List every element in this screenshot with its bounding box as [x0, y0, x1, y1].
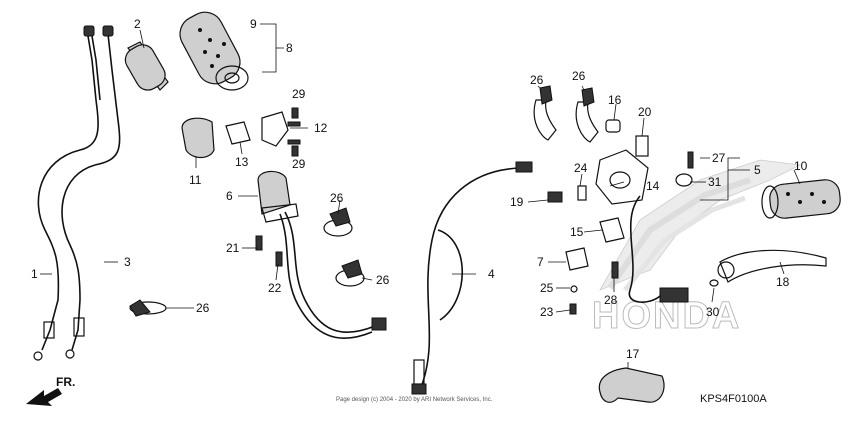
- callout-27: 27: [712, 151, 726, 165]
- callout-30: 30: [706, 305, 720, 319]
- callout-2: 2: [134, 17, 141, 31]
- callout-11: 11: [189, 173, 202, 187]
- callout-16: 16: [608, 93, 622, 107]
- diagram-code: KPS4F0100A: [700, 393, 767, 405]
- callout-29-b: 29: [292, 157, 306, 171]
- callout-21: 21: [226, 241, 240, 255]
- callout-23: 23: [540, 305, 554, 319]
- callout-17: 17: [626, 347, 640, 361]
- callout-6: 6: [226, 189, 233, 203]
- callout-1: 1: [31, 267, 38, 281]
- callout-25: 25: [540, 281, 554, 295]
- callout-14: 14: [646, 179, 660, 193]
- lever-cover-17: [598, 367, 665, 403]
- callout-26-c: 26: [330, 191, 344, 205]
- callout-5: 5: [754, 163, 761, 177]
- throttle-grip-assembly: [179, 11, 249, 91]
- callout-26-a: 26: [530, 73, 544, 87]
- callout-22: 22: [268, 281, 282, 295]
- callout-9: 9: [250, 17, 257, 31]
- bolts-left: [255, 107, 299, 267]
- switch-assembly-6: [257, 170, 387, 339]
- throttle-cable-3: [61, 25, 121, 359]
- callout-20: 20: [638, 105, 652, 119]
- grip-cover-2: [124, 41, 169, 91]
- callout-7: 7: [537, 255, 544, 269]
- copyright-notice: Page design (c) 2004 - 2020 by ARI Netwo…: [336, 397, 493, 403]
- callout-4: 4: [488, 267, 495, 281]
- throttle-housing: [181, 111, 301, 159]
- callout-19: 19: [510, 195, 524, 209]
- front-direction-arrow: [26, 388, 62, 406]
- callout-26-e: 26: [196, 301, 210, 315]
- callout-24: 24: [574, 161, 588, 175]
- direction-label: FR.: [56, 375, 75, 389]
- callout-29-a: 29: [292, 87, 306, 101]
- callout-26-d: 26: [376, 273, 390, 287]
- cable-bands: [129, 85, 599, 317]
- callout-15: 15: [570, 225, 584, 239]
- honda-wing-logo: [599, 159, 802, 292]
- clutch-lever-18: [717, 249, 827, 283]
- clutch-cable-4: [411, 161, 533, 395]
- left-grip-10: [761, 179, 841, 219]
- callout-31: 31: [708, 175, 722, 189]
- leader-lines: [40, 23, 801, 368]
- callout-18: 18: [776, 275, 790, 289]
- callout-12: 12: [314, 121, 328, 135]
- callout-28: 28: [604, 293, 618, 307]
- callout-10: 10: [794, 159, 808, 173]
- callout-13: 13: [235, 155, 249, 169]
- callout-8: 8: [286, 41, 293, 55]
- throttle-cable-1: [33, 25, 101, 361]
- callout-26-b: 26: [572, 69, 586, 83]
- callout-3: 3: [124, 255, 131, 269]
- lever-holder-assembly: [547, 119, 719, 315]
